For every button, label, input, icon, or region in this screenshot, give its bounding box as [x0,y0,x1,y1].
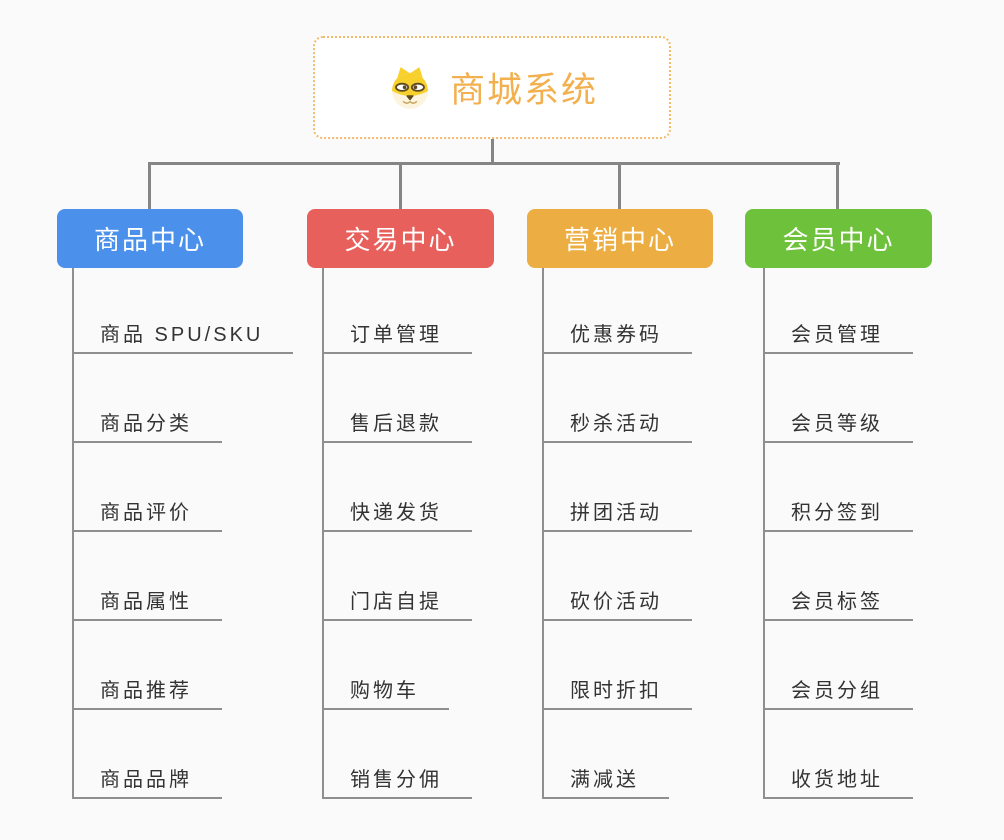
sub-item-node[interactable]: 订单管理 [322,268,472,354]
root-title: 商城系统 [449,71,598,110]
connector-root-stem [491,139,494,163]
sub-item-node[interactable]: 拼团活动 [542,443,692,532]
sub-item-node[interactable]: 快递发货 [322,443,472,532]
sub-item-node[interactable]: 秒杀活动 [542,354,692,443]
sub-item-node[interactable]: 商品评价 [72,443,222,532]
trunk-line-3 [542,268,544,799]
connector-drop-4 [836,162,839,209]
sub-item-node[interactable]: 砍价活动 [542,532,692,621]
sub-item-node[interactable]: 会员管理 [763,268,913,354]
sub-item-node[interactable]: 收货地址 [763,710,913,799]
trade-center-items: 订单管理 售后退款 快递发货 门店自提 购物车 销售分佣 [322,268,472,799]
sub-item-node[interactable]: 商品属性 [72,532,222,621]
branch-header-product-center[interactable]: 商品中心 [57,209,243,268]
dog-face-icon [386,65,434,111]
connector-drop-1 [148,162,151,209]
marketing-center-items: 优惠券码 秒杀活动 拼团活动 砍价活动 限时折扣 满减送 [542,268,692,799]
sub-item-node[interactable]: 会员等级 [763,354,913,443]
connector-drop-3 [618,162,621,209]
product-center-items: 商品 SPU/SKU 商品分类 商品评价 商品属性 商品推荐 商品品牌 [72,268,294,799]
root-node[interactable]: 商城系统 [313,36,671,139]
sub-item-node[interactable]: 优惠券码 [542,268,692,354]
connector-bus [148,162,840,165]
sub-item-node[interactable]: 会员标签 [763,532,913,621]
sub-item-node[interactable]: 会员分组 [763,621,913,710]
branch-header-marketing-center[interactable]: 营销中心 [527,209,713,268]
sub-item-node[interactable]: 购物车 [322,621,449,710]
connector-drop-2 [399,162,402,209]
branch-header-trade-center[interactable]: 交易中心 [307,209,494,268]
trunk-line-4 [763,268,765,799]
sub-item-node[interactable]: 商品品牌 [72,710,222,799]
sub-item-node[interactable]: 商品分类 [72,354,222,443]
branch-header-member-center[interactable]: 会员中心 [745,209,932,268]
trunk-line-1 [72,268,74,799]
sub-item-node[interactable]: 商品 SPU/SKU [72,268,294,354]
sub-item-node[interactable]: 满减送 [542,710,669,799]
sub-item-node[interactable]: 积分签到 [763,443,913,532]
sub-item-node[interactable]: 门店自提 [322,532,472,621]
member-center-items: 会员管理 会员等级 积分签到 会员标签 会员分组 收货地址 [763,268,913,799]
sub-item-node[interactable]: 销售分佣 [322,710,472,799]
sub-item-node[interactable]: 商品推荐 [72,621,222,710]
trunk-line-2 [322,268,324,799]
sub-item-node[interactable]: 限时折扣 [542,621,692,710]
sub-item-node[interactable]: 售后退款 [322,354,472,443]
